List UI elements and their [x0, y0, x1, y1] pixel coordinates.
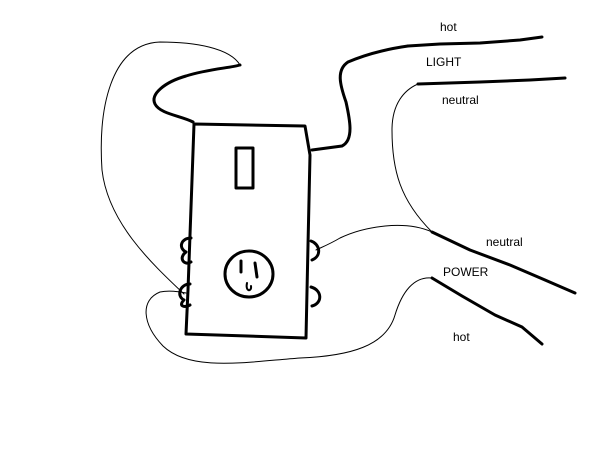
- power-neutral-thin-wire: [315, 224, 433, 251]
- power-hot-label: hot: [453, 330, 470, 344]
- outlet-box: [184, 122, 312, 340]
- light-hot-cable: [406, 35, 544, 48]
- receptacle: [223, 249, 275, 299]
- outer-loop-wire: [100, 41, 241, 295]
- receptacle-ground: [245, 282, 253, 292]
- power-neutral-cable: [430, 230, 577, 295]
- power-hot-thin-wire: [145, 277, 433, 364]
- power-hot-cable: [430, 276, 544, 346]
- light-neutral-thin-wire: [391, 83, 433, 233]
- terminal-right-bottom: [309, 285, 322, 308]
- terminal-left-bottom: [178, 282, 192, 308]
- light-neutral-cable: [416, 76, 567, 86]
- light-hot-label: hot: [440, 20, 457, 34]
- power-label: POWER: [443, 265, 489, 279]
- top-loop-wire: [152, 63, 242, 124]
- switch-to-light-hot: [310, 44, 410, 152]
- light-label: LIGHT: [426, 55, 462, 69]
- terminal-left-top: [179, 236, 193, 265]
- power-neutral-label: neutral: [486, 235, 523, 249]
- light-neutral-label: neutral: [442, 93, 479, 107]
- switch-toggle: [234, 146, 255, 190]
- terminal-right-top: [309, 239, 321, 262]
- receptacle-slot-right: [253, 261, 259, 279]
